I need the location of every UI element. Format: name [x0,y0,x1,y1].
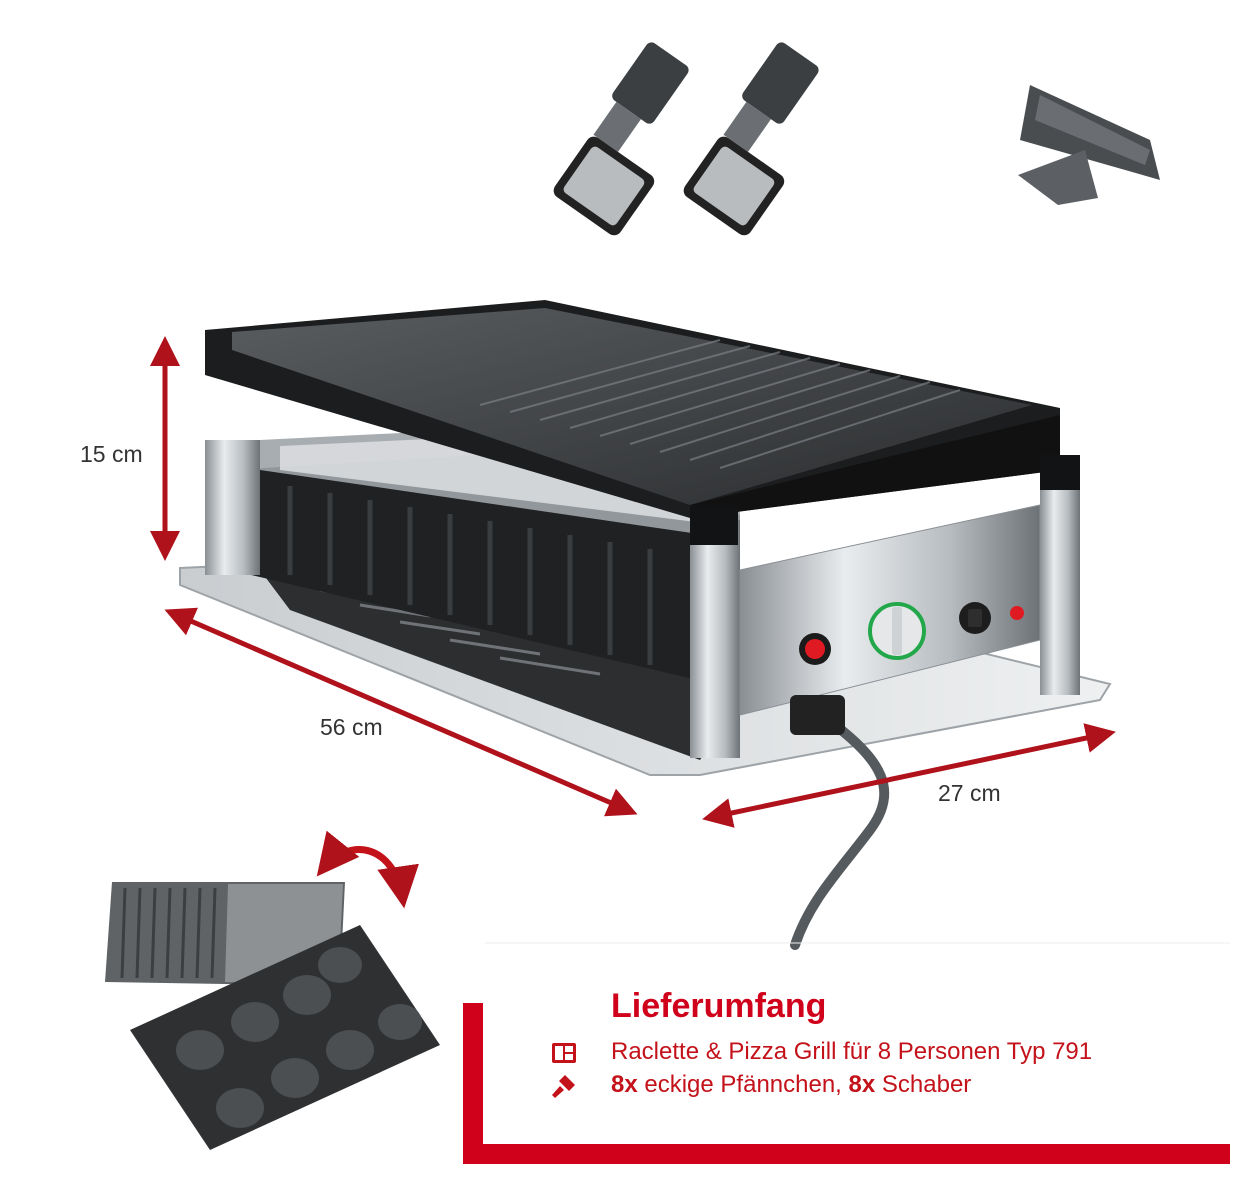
leg-rear-left [205,440,260,575]
package-contents-title: Lieferumfang [611,987,827,1025]
length-label: 56 cm [320,714,383,740]
power-indicator-light-right [1010,606,1024,620]
package-contents-panel: Lieferumfang Raclette & Pizza Grill für … [463,943,1235,1165]
width-arrow [702,723,1116,828]
scrapers-stack-icon [1018,85,1160,205]
pizza-plate [130,925,440,1150]
reversible-plate-illustration [105,830,440,1150]
scrapers-count: 8x [848,1071,876,1098]
info-panel-frame [463,1003,1230,1164]
scrapers-label: Schaber [875,1071,972,1098]
contents-item-grill-text: Raclette & Pizza Grill für 8 Personen Ty… [611,1038,1093,1065]
leg-front-right [1040,470,1080,695]
power-cord [790,720,890,950]
raclette-pans-stack-icon [553,42,819,236]
pans-label: eckige Pfännchen, [637,1071,849,1098]
flip-arrow-icon [316,830,419,909]
leg-front-left [690,520,740,758]
length-arrow [164,607,638,817]
height-label: 15 cm [80,441,143,467]
width-label: 27 cm [938,780,1001,806]
contents-item-pans-text: 8x eckige Pfännchen, 8x Schaber [611,1071,971,1099]
pans-count: 8x [611,1071,638,1098]
grill-appliance-icon [552,1043,576,1063]
pan-scraper-icon [552,1075,575,1098]
grill-plate-surface [232,308,1032,505]
